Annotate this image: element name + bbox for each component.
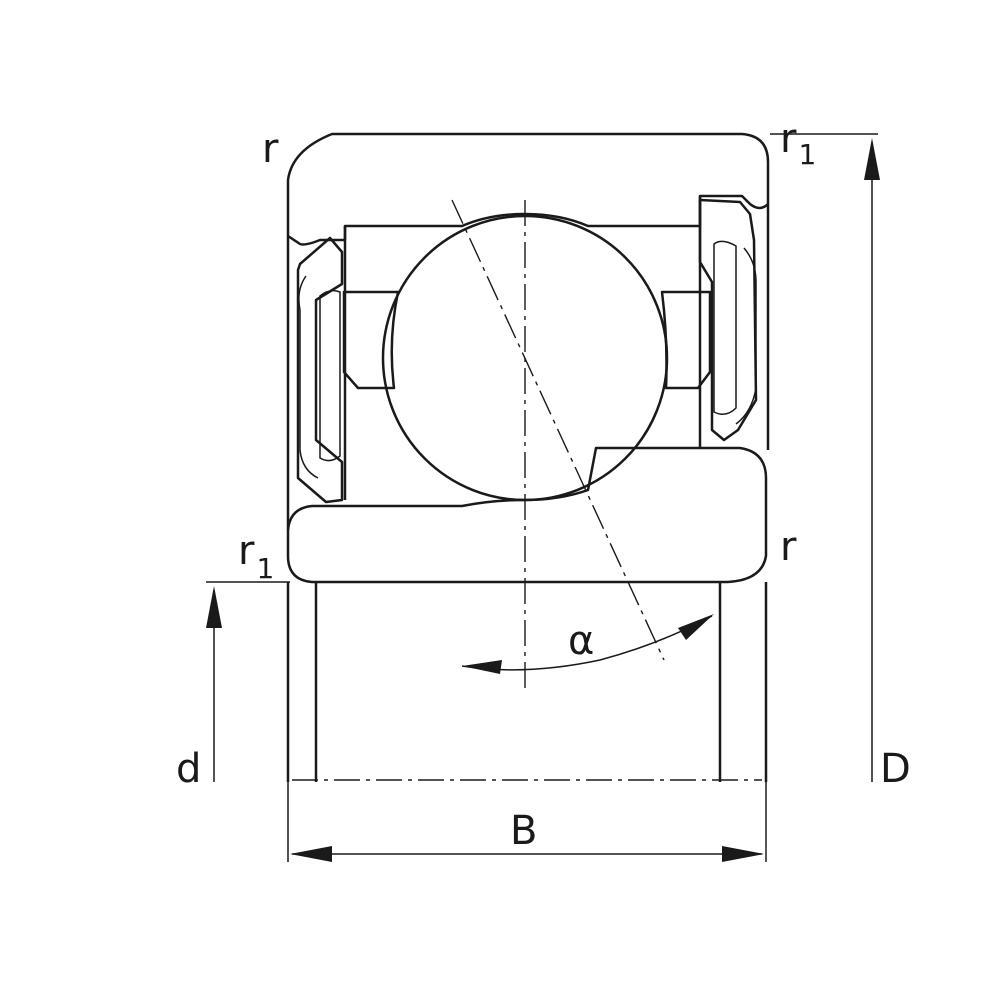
label-d: d [176, 746, 201, 792]
seal-left [296, 226, 347, 504]
label-r1-left: r1 [238, 528, 274, 585]
label-r-top-left: r [262, 126, 279, 172]
label-r1-top-right: r1 [780, 116, 816, 171]
outer-ring [286, 132, 770, 246]
inner-ring [286, 446, 768, 584]
contact-angle-line [451, 199, 665, 661]
cage-right [660, 290, 712, 390]
contact-angle-arrow-left [462, 660, 502, 674]
label-B: B [510, 808, 537, 854]
label-r-right: r [780, 524, 797, 570]
cage-left [342, 290, 400, 390]
B-arrow-right [722, 846, 764, 862]
label-D: D [880, 746, 911, 792]
label-alpha: α [568, 618, 594, 664]
seal-right [698, 196, 758, 448]
B-arrow-left [290, 846, 332, 862]
label-r1-left-sub: 1 [256, 552, 274, 585]
contact-angle-arrow-right [678, 614, 714, 640]
label-r1-top-right-sub: 1 [798, 138, 816, 171]
D-arrow-up [864, 138, 880, 180]
d-arrow-up [206, 586, 222, 628]
